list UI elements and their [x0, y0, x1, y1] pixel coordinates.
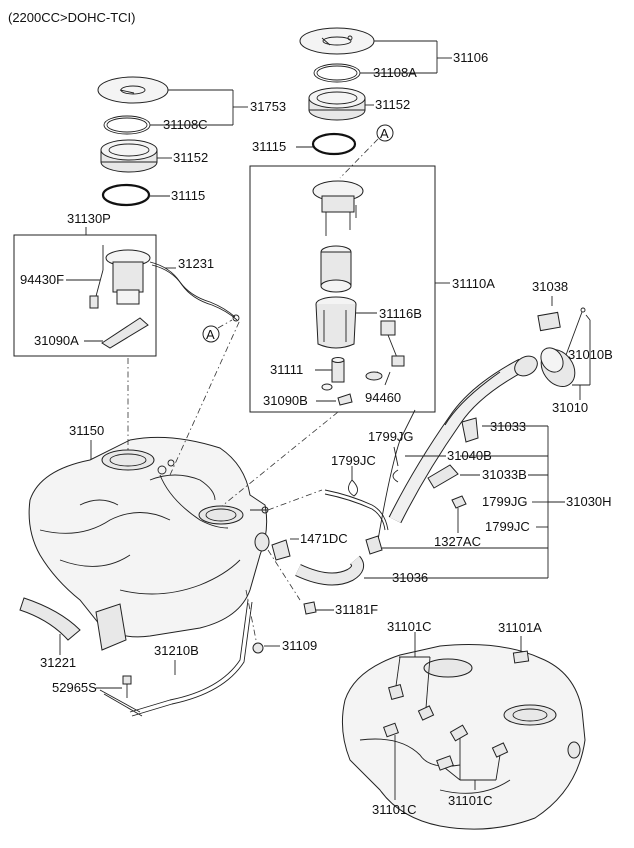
- bracket-31033B: [427, 464, 459, 489]
- bolt-1327AC: [451, 495, 467, 526]
- label-31040B: 31040B: [447, 448, 492, 463]
- bolt-52965S: [122, 675, 132, 698]
- label-31101C-bottom-left: 31101C: [372, 802, 417, 817]
- fuel-pump-motor: [331, 357, 345, 383]
- plug-31181F: [303, 601, 317, 615]
- pump-cover-right: [299, 27, 375, 55]
- nut-31109: [252, 642, 264, 654]
- label-31753: 31753: [250, 99, 286, 114]
- fuel-tank-main: [28, 436, 270, 638]
- fuel-filler-cap: [540, 307, 586, 388]
- label-31152-right: 31152: [375, 97, 410, 112]
- label-31010B: 31010B: [568, 347, 613, 362]
- gasket-ring-left: [103, 115, 151, 135]
- callout-a-top: A: [376, 124, 394, 142]
- label-31101C-top: 31101C: [387, 619, 432, 634]
- engine-spec-header: (2200CC>DOHC-TCI): [8, 10, 136, 25]
- pump-top-flange: [312, 180, 364, 236]
- label-31109: 31109: [282, 638, 317, 653]
- label-31181F: 31181F: [335, 602, 378, 617]
- bracket-31033: [461, 417, 479, 443]
- label-31033: 31033: [490, 419, 526, 434]
- sender-assembly-box: [13, 234, 157, 357]
- hose-31036: [295, 555, 365, 586]
- label-1799JC-right: 1799JC: [485, 519, 530, 534]
- label-31010: 31010: [552, 400, 588, 415]
- label-1471DC: 1471DC: [300, 531, 348, 546]
- pump-cover-left: [97, 76, 169, 104]
- label-31038: 31038: [532, 279, 568, 294]
- label-31033B: 31033B: [482, 467, 527, 482]
- lock-ring-right: [308, 87, 366, 121]
- label-31090A: 31090A: [34, 333, 79, 348]
- label-31210B: 31210B: [154, 643, 199, 658]
- tank-strap-31210B: [99, 599, 253, 717]
- label-31101C-bottom-right: 31101C: [448, 793, 493, 808]
- label-1799JG-top: 1799JG: [368, 429, 414, 444]
- heat-shield-31221: [19, 597, 127, 651]
- label-31108C: 31108C: [163, 117, 208, 132]
- label-94430F: 94430F: [20, 272, 64, 287]
- clamp-1471DC: [271, 539, 291, 561]
- label-1799JG-right: 1799JG: [482, 494, 528, 509]
- label-31152-left: 31152: [173, 150, 208, 165]
- label-31130P: 31130P: [67, 211, 111, 226]
- fuel-sender-unit: [89, 245, 240, 322]
- pump-small-parts: [321, 383, 353, 406]
- pump-reservoir: [315, 296, 357, 349]
- label-31101A: 31101A: [498, 620, 542, 635]
- o-ring-right: [311, 132, 357, 156]
- label-1327AC: 1327AC: [434, 534, 481, 549]
- label-31030H: 31030H: [566, 494, 612, 509]
- label-31116B: 31116B: [379, 306, 422, 321]
- fuel-tank-pads-view: [341, 644, 586, 830]
- label-1799JC-top: 1799JC: [331, 453, 376, 468]
- fuel-filler-neck: [388, 355, 538, 524]
- vent-hose: [324, 409, 416, 541]
- label-31115-right: 31115: [252, 139, 286, 154]
- label-94460: 94460: [365, 390, 401, 405]
- fuel-label-sticker: [537, 311, 561, 332]
- sender-float-arm: [101, 317, 149, 349]
- label-31221: 31221: [40, 655, 76, 670]
- label-31036: 31036: [392, 570, 428, 585]
- callout-a-left: A: [202, 325, 220, 343]
- label-31106: 31106: [453, 50, 488, 65]
- svg-text:A: A: [380, 126, 389, 141]
- clip-1799JG-a: [392, 469, 399, 483]
- o-ring-left: [101, 183, 151, 207]
- connector-1799JC-b: [365, 535, 383, 555]
- pump-level-float: [365, 320, 405, 381]
- label-31090B: 31090B: [263, 393, 308, 408]
- pump-assembly-box: [249, 165, 436, 413]
- gasket-ring-right: [313, 63, 361, 83]
- label-31150: 31150: [69, 423, 104, 438]
- fuel-filter: [320, 245, 352, 293]
- clip-1799JC-a: [348, 479, 358, 497]
- label-31108A: 31108A: [373, 65, 417, 80]
- label-31111: 31111: [270, 362, 303, 377]
- label-52965S: 52965S: [52, 680, 97, 695]
- label-31231: 31231: [178, 256, 214, 271]
- label-31115-left: 31115: [171, 188, 205, 203]
- svg-text:A: A: [206, 327, 215, 342]
- lock-ring-left: [100, 139, 158, 173]
- label-31110A: 31110A: [452, 276, 495, 291]
